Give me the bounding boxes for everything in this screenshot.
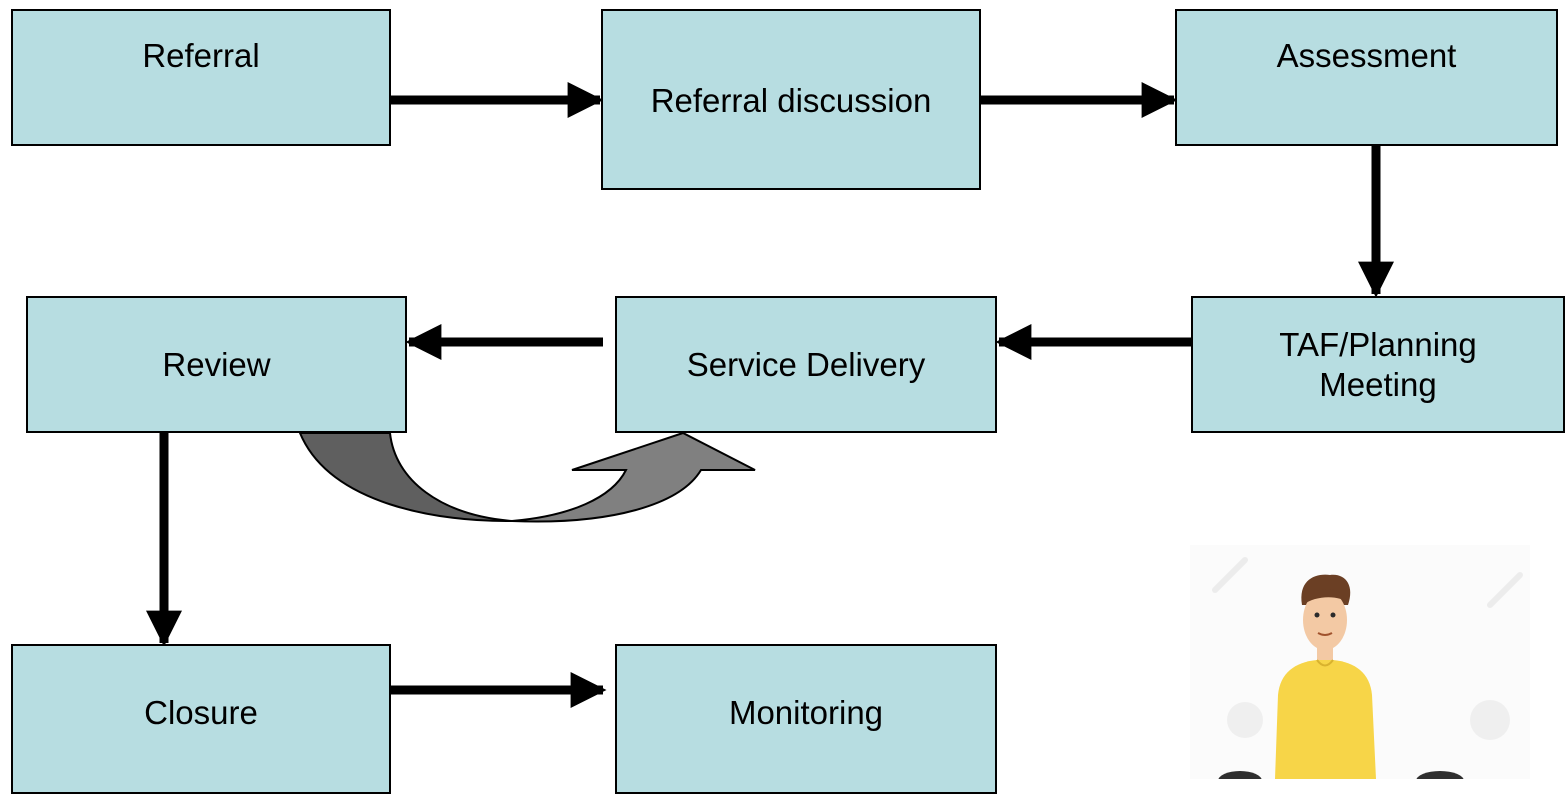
node-label-monitoring: Monitoring (728, 694, 884, 732)
loop-arrow-tail (298, 432, 513, 523)
node-label-referral: Referral (142, 36, 260, 74)
loop-arrow-head (511, 431, 756, 523)
node-label-review: Review (162, 345, 271, 383)
node-service-delivery: Service Delivery (615, 296, 997, 433)
node-referral-discussion: Referral discussion (601, 9, 981, 190)
node-referral: Referral (11, 9, 391, 146)
node-label-meeting: Meeting (1319, 365, 1437, 403)
node-review: Review (26, 296, 407, 433)
node-taf-planning-meeting: TAF/Planning Meeting (1191, 296, 1565, 433)
node-label-closure: Closure (144, 694, 258, 732)
node-monitoring: Monitoring (615, 644, 997, 794)
node-label-service-delivery: Service Delivery (686, 345, 926, 383)
node-assessment: Assessment (1175, 9, 1558, 146)
node-label-taf-planning: TAF/Planning (1279, 325, 1477, 363)
node-label-referral-discussion: Referral discussion (650, 81, 932, 119)
cartoon-person-icon (1190, 545, 1530, 779)
node-label-assessment: Assessment (1276, 36, 1457, 74)
loop-arrow-review-to-service-delivery (298, 431, 756, 523)
node-closure: Closure (11, 644, 391, 794)
